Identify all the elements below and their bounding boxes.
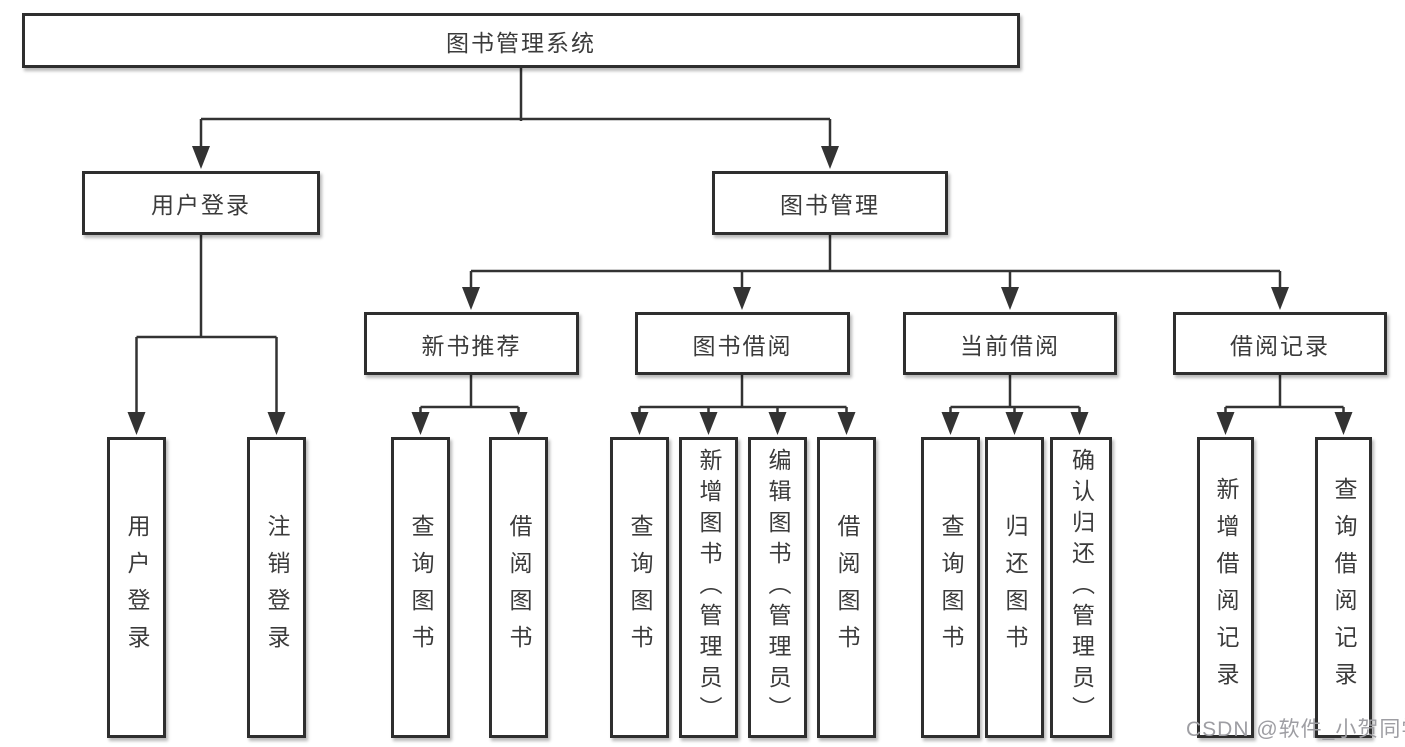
node-leaf-records-add-record-label: 新增借阅记录 xyxy=(1213,476,1239,699)
node-leaf-current-query-book-label: 查询图书 xyxy=(938,513,964,662)
node-leaf-current-return-book-label: 归还图书 xyxy=(1002,513,1028,662)
node-leaf-logout-label: 注销登录 xyxy=(264,513,290,662)
node-leaf-borrow-borrow-book: 借阅图书 xyxy=(817,437,876,738)
node-root-label: 图书管理系统 xyxy=(446,29,596,56)
node-leaf-recommend-borrow-book: 借阅图书 xyxy=(489,437,548,738)
node-book-borrow: 图书借阅 xyxy=(635,312,850,375)
node-current-borrow-label: 当前借阅 xyxy=(960,332,1060,359)
node-leaf-user-login-label: 用户登录 xyxy=(124,513,150,662)
node-leaf-borrow-add-book-admin: 新增图书（管理员） xyxy=(679,437,738,738)
node-user-login-label: 用户登录 xyxy=(151,192,251,218)
node-user-login: 用户登录 xyxy=(82,171,320,235)
node-leaf-borrow-edit-book-admin-label: 编辑图书（管理员） xyxy=(765,448,791,727)
node-leaf-records-add-record: 新增借阅记录 xyxy=(1197,437,1254,738)
node-borrow-records-label: 借阅记录 xyxy=(1230,332,1330,359)
node-book-borrow-label: 图书借阅 xyxy=(692,332,793,359)
arrowheads xyxy=(127,146,1353,435)
node-leaf-borrow-edit-book-admin: 编辑图书（管理员） xyxy=(748,437,807,738)
node-leaf-borrow-query-book: 查询图书 xyxy=(610,437,669,738)
node-leaf-current-confirm-return-admin: 确认归还（管理员） xyxy=(1050,437,1112,738)
node-leaf-logout: 注销登录 xyxy=(247,437,306,738)
node-leaf-current-confirm-return-admin-label: 确认归还（管理员） xyxy=(1068,448,1095,727)
node-leaf-records-query-record: 查询借阅记录 xyxy=(1315,437,1372,738)
node-leaf-user-login: 用户登录 xyxy=(107,437,166,738)
node-leaf-borrow-add-book-admin-label: 新增图书（管理员） xyxy=(696,448,722,727)
node-root: 图书管理系统 xyxy=(22,13,1020,68)
node-book-management-label: 图书管理 xyxy=(780,192,880,218)
node-current-borrow: 当前借阅 xyxy=(903,312,1117,375)
node-new-book-recommend-label: 新书推荐 xyxy=(421,332,522,359)
node-leaf-borrow-borrow-book-label: 借阅图书 xyxy=(834,513,860,662)
node-leaf-recommend-borrow-book-label: 借阅图书 xyxy=(506,513,532,662)
node-leaf-recommend-query-book-label: 查询图书 xyxy=(408,513,434,662)
node-leaf-current-query-book: 查询图书 xyxy=(921,437,980,738)
node-borrow-records: 借阅记录 xyxy=(1173,312,1387,375)
node-leaf-current-return-book: 归还图书 xyxy=(985,437,1044,738)
node-leaf-borrow-query-book-label: 查询图书 xyxy=(627,513,653,662)
node-new-book-recommend: 新书推荐 xyxy=(364,312,579,375)
node-leaf-records-query-record-label: 查询借阅记录 xyxy=(1331,476,1357,699)
node-book-management: 图书管理 xyxy=(712,171,948,235)
node-leaf-recommend-query-book: 查询图书 xyxy=(391,437,450,738)
csdn-watermark: CSDN @软件_小贺同学 xyxy=(1186,718,1405,741)
